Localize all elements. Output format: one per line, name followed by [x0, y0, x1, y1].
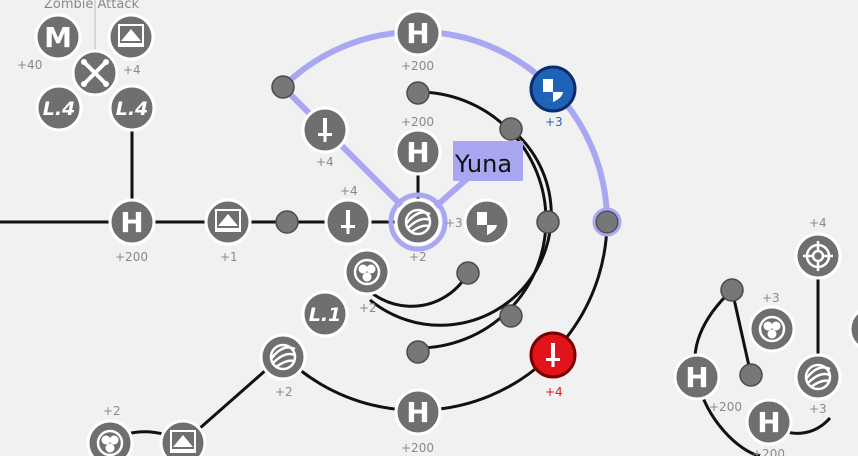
level-lock-icon: L.1 — [309, 304, 342, 326]
node-sword-b[interactable] — [324, 198, 372, 246]
empty-node[interactable] — [499, 304, 523, 328]
node-prism-top-left[interactable] — [107, 13, 155, 61]
stat-label: +3 — [809, 402, 827, 416]
node-magic-right[interactable] — [794, 353, 842, 401]
stat-label: +2 — [359, 301, 377, 315]
hp-icon: H — [120, 206, 143, 239]
path-endpoint-ring — [592, 207, 622, 237]
empty-node[interactable] — [406, 81, 430, 105]
node-ring-mid[interactable] — [343, 248, 391, 296]
stat-label: +3 — [445, 216, 463, 230]
empty-node[interactable] — [406, 340, 430, 364]
node-magic-selected[interactable] — [388, 192, 448, 252]
player-name-tag — [453, 141, 523, 181]
node-h-bottom[interactable]: H — [394, 388, 442, 436]
node-zombie-cross[interactable] — [71, 49, 119, 97]
stat-label: +200 — [115, 250, 148, 264]
node-lock-l4-a[interactable]: L.4 — [35, 84, 83, 132]
node-shield-mid[interactable] — [463, 198, 511, 246]
empty-node[interactable] — [275, 210, 299, 234]
stat-label: +1 — [220, 250, 238, 264]
stat-label-gained: +3 — [545, 115, 563, 129]
node-h-left[interactable]: H — [108, 198, 156, 246]
stat-label: +3 — [762, 291, 780, 305]
empty-node[interactable] — [739, 363, 763, 387]
node-lock-l4-b[interactable]: L.4 — [108, 84, 156, 132]
stat-label: +200 — [401, 115, 434, 129]
hp-icon: H — [406, 17, 429, 50]
player-cursor: Yuna — [453, 141, 523, 181]
node-h-mid[interactable]: H — [394, 128, 442, 176]
node-h-right-left[interactable]: H — [673, 353, 721, 401]
empty-node[interactable] — [595, 210, 619, 234]
node-h-right-bottom[interactable]: H — [745, 398, 793, 446]
node-prism-left[interactable] — [204, 198, 252, 246]
stat-label: +200 — [709, 400, 742, 414]
empty-node[interactable] — [499, 117, 523, 141]
node-magic-low[interactable] — [259, 333, 307, 381]
group-title: Zombie Attack — [44, 0, 139, 12]
node-h-top[interactable]: H — [394, 9, 442, 57]
node-blue-shield[interactable] — [529, 65, 577, 113]
stat-label: +4 — [123, 63, 141, 77]
stat-label: +200 — [401, 59, 434, 73]
player-name: Yuna — [454, 150, 512, 178]
stat-label: +2 — [103, 404, 121, 418]
stat-label: +2 — [275, 385, 293, 399]
empty-nodes — [271, 75, 763, 387]
level-lock-icon: L.4 — [43, 98, 76, 120]
node-target-right[interactable] — [794, 232, 842, 280]
crossed-bones-icon — [82, 60, 108, 86]
node-prism-bl[interactable] — [159, 419, 207, 456]
node-ring-bl[interactable] — [86, 419, 134, 456]
level-lock-icon: L.4 — [116, 98, 149, 120]
stat-label-enemy: +4 — [545, 385, 563, 399]
stat-label: +2 — [409, 250, 427, 264]
node-ring-right[interactable] — [748, 305, 796, 353]
node-partial-right-edge[interactable] — [848, 307, 858, 351]
empty-node[interactable] — [271, 75, 295, 99]
stat-label: +4 — [809, 216, 827, 230]
empty-node[interactable] — [456, 261, 480, 285]
stat-label: +4 — [340, 184, 358, 198]
hp-icon: H — [406, 136, 429, 169]
stat-label: +4 — [316, 155, 334, 169]
node-sword-a[interactable] — [301, 106, 349, 154]
hp-icon: H — [685, 361, 708, 394]
letter-m-icon: M — [44, 21, 72, 54]
empty-node[interactable] — [536, 210, 560, 234]
stat-labels: +40 +4 +200 +3 +4 +200 +200 +1 +4 +2 +3 … — [17, 58, 827, 456]
hp-icon: H — [757, 406, 780, 439]
stat-label: +200 — [401, 441, 434, 455]
node-lock-l1[interactable]: L.1 — [301, 290, 349, 338]
node-m[interactable]: M — [34, 13, 82, 61]
empty-node[interactable] — [720, 278, 744, 302]
stat-label: +200 — [752, 447, 785, 456]
node-red-sword[interactable] — [529, 331, 577, 379]
stat-label: +40 — [17, 58, 42, 72]
hp-icon: H — [406, 396, 429, 429]
